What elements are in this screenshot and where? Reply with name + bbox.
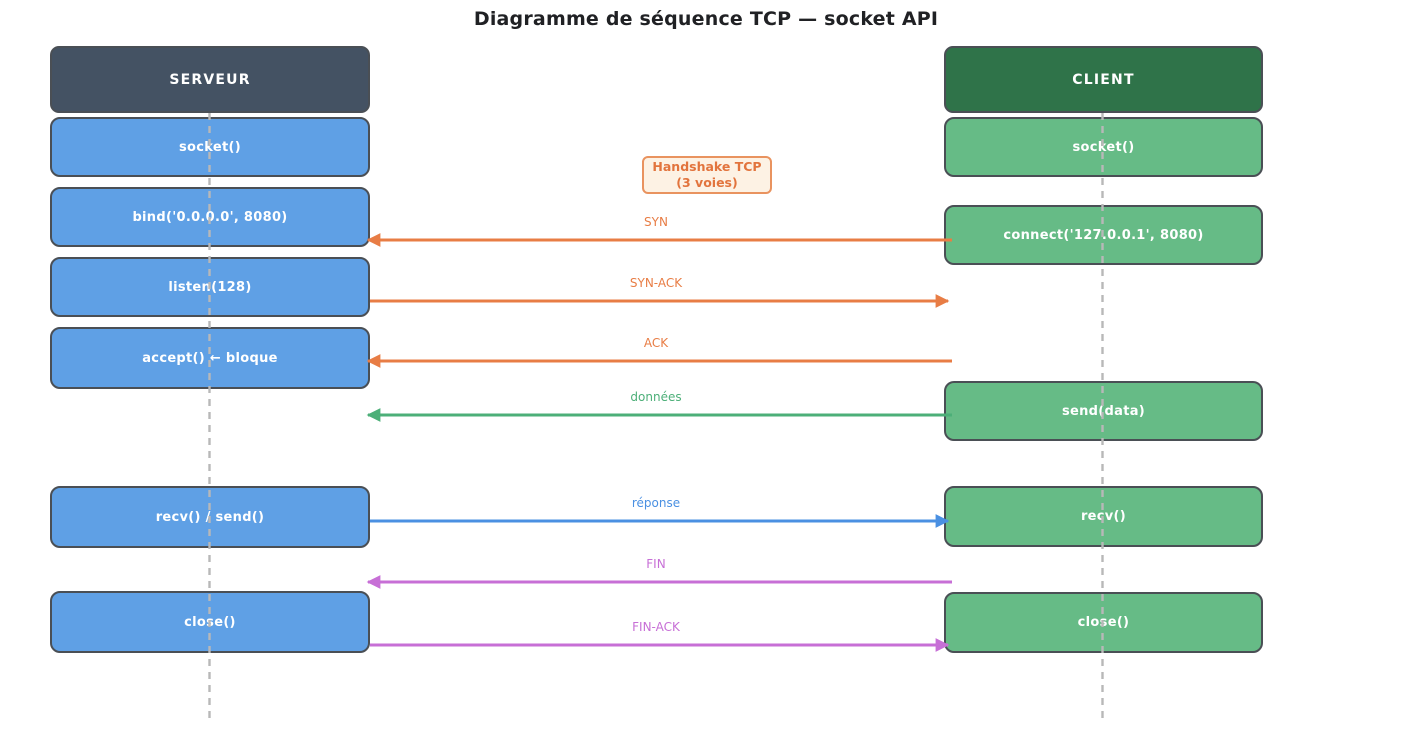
server-step-accept: accept() ← bloque	[50, 327, 370, 389]
client-step-socket: socket()	[944, 117, 1263, 177]
message-label-ack: ACK	[643, 336, 669, 350]
message-label-données: données	[630, 390, 682, 404]
handshake-annotation-line1: Handshake TCP	[652, 158, 762, 174]
message-label-syn: SYN	[644, 215, 668, 229]
client-step-close: close()	[944, 592, 1263, 653]
server-header: SERVEUR	[50, 46, 370, 113]
message-label-syn-ack: SYN-ACK	[629, 276, 683, 290]
client-step-recv: recv()	[944, 486, 1263, 547]
server-step-socket: socket()	[50, 117, 370, 177]
diagram-title: Diagramme de séquence TCP — socket API	[473, 8, 939, 30]
client-header: CLIENT	[944, 46, 1263, 113]
message-label-fin: FIN	[646, 557, 666, 571]
handshake-annotation-line2: (3 voies)	[676, 175, 738, 190]
handshake-annotation: Handshake TCP (3 voies)	[642, 156, 772, 194]
message-label-réponse: réponse	[631, 496, 681, 510]
server-step-close: close()	[50, 591, 370, 653]
message-arrows	[366, 233, 952, 652]
client-step-send: send(data)	[944, 381, 1263, 441]
server-step-recv-send: recv() / send()	[50, 486, 370, 548]
server-step-listen: listen(128)	[50, 257, 370, 317]
server-step-bind: bind('0.0.0.0', 8080)	[50, 187, 370, 247]
message-label-fin-ack: FIN-ACK	[632, 620, 680, 634]
client-step-connect: connect('127.0.0.1', 8080)	[944, 205, 1263, 265]
